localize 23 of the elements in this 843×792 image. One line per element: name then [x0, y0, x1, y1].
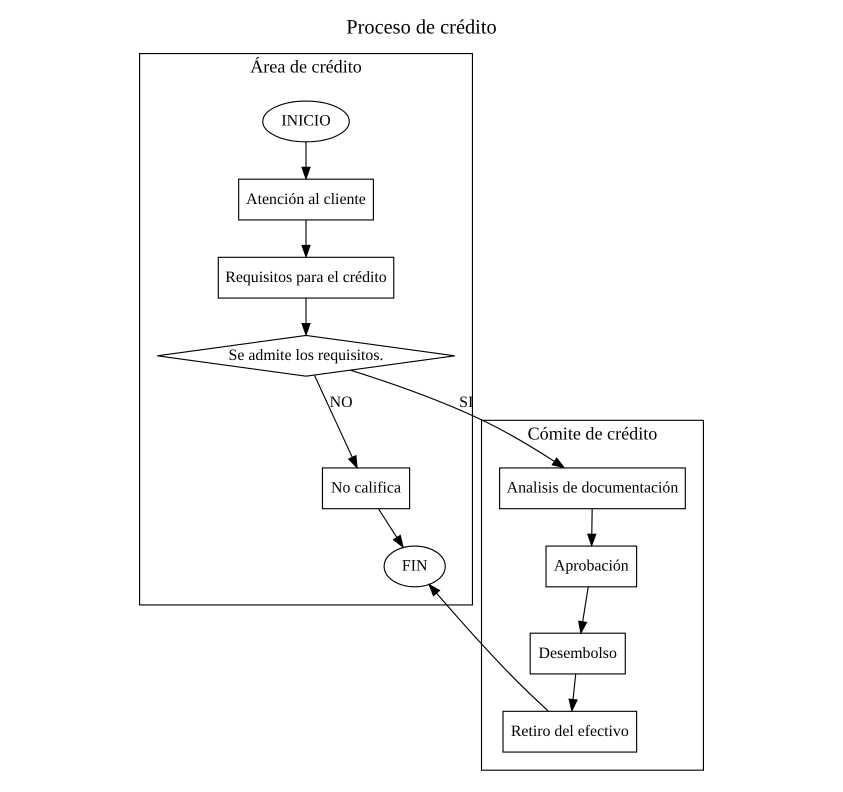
edge-label: SI [459, 394, 474, 411]
arrow [578, 586, 589, 635]
arrow [301, 142, 311, 180]
node-box: Desembolso [530, 632, 626, 675]
arrow [314, 375, 358, 470]
arrow [587, 508, 597, 548]
node-box: Requisitos para el crédito [218, 256, 394, 299]
node-ellipse: FIN [384, 545, 446, 588]
node-box: Analisis de documentación [499, 467, 686, 510]
arrow [301, 298, 311, 337]
arrow [301, 220, 311, 259]
edge-label: NO [330, 394, 353, 411]
node-box: Atención al cliente [238, 178, 374, 220]
node-box: Aprobación [545, 545, 638, 588]
arrow [428, 583, 549, 712]
arrow [350, 370, 566, 469]
node-box: No califica [322, 467, 410, 510]
arrow [378, 508, 404, 549]
diagram-title: Proceso de crédito [346, 16, 497, 39]
arrow [568, 674, 578, 713]
node-box: Retiro del efectivo [502, 710, 638, 753]
node-ellipse: INICIO [262, 100, 350, 142]
node-diamond: Se admite los requisitos. [156, 334, 456, 377]
